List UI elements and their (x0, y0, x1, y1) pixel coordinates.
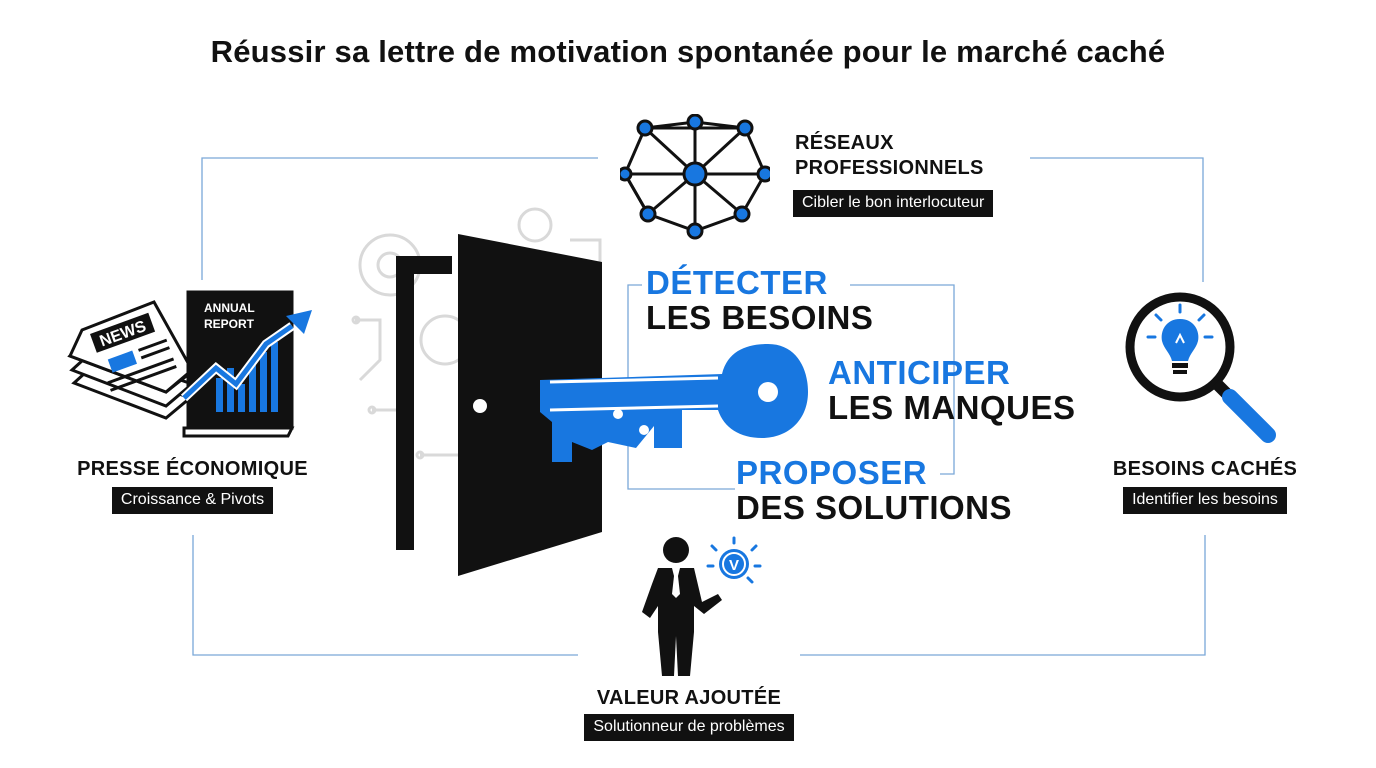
step-anticipate: ANTICIPER LES MANQUES (828, 355, 1076, 425)
door-key-icon (396, 234, 808, 576)
businessman-icon: V (642, 536, 762, 676)
newspaper-report-icon: NEWS ANNUAL REPORT (67, 290, 312, 438)
hidden-title: BESOINS CACHÉS (1112, 458, 1298, 480)
hidden-caption: Identifier les besoins (1123, 487, 1287, 514)
page-title: Réussir sa lettre de motivation spontané… (210, 34, 1166, 69)
frame-bottom-right-line (800, 535, 1206, 656)
network-title-line1: RÉSEAUX (795, 132, 894, 154)
value-caption-wrap: Solutionneur de problèmes (558, 714, 820, 741)
value-caption: Solutionneur de problèmes (584, 714, 794, 741)
step-detect-rest: LES BESOINS (646, 299, 874, 336)
press-caption-wrap: Croissance & Pivots (60, 487, 325, 514)
step-detect-accent: DÉTECTER (646, 264, 828, 301)
hidden-caption-wrap: Identifier les besoins (1085, 487, 1325, 514)
step-propose-accent: PROPOSER (736, 454, 928, 491)
magnifier-bulb-icon (1125, 292, 1276, 443)
press-caption: Croissance & Pivots (111, 487, 274, 514)
step-anticipate-accent: ANTICIPER (828, 354, 1011, 391)
press-title: PRESSE ÉCONOMIQUE (77, 458, 308, 480)
network-caption: Cibler le bon interlocuteur (793, 190, 994, 217)
report-label-line2: REPORT (204, 317, 255, 331)
step-detect: DÉTECTER LES BESOINS (646, 265, 873, 335)
step-propose: PROPOSER DES SOLUTIONS (736, 455, 1012, 525)
step-anticipate-rest: LES MANQUES (828, 389, 1076, 426)
frame-bottom-left-line (192, 535, 578, 656)
center-bracket-right (850, 284, 955, 475)
value-badge: V (729, 557, 739, 574)
step-propose-rest: DES SOLUTIONS (736, 489, 1013, 526)
frame-top-left-line (201, 157, 598, 280)
network-icon (620, 114, 770, 240)
network-title-line2: PROFESSIONNELS (795, 157, 984, 179)
report-label-line1: ANNUAL (204, 301, 255, 315)
value-title: VALEUR AJOUTÉE (596, 687, 782, 709)
frame-top-right-line (1030, 157, 1204, 282)
